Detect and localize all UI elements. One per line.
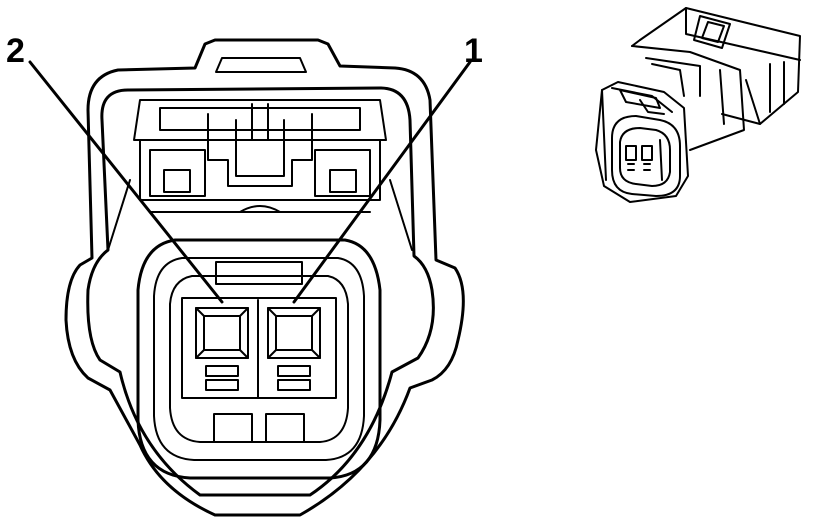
- bottom-tab-left: [213, 413, 253, 443]
- cavity-outer: [136, 238, 382, 480]
- cavity-inner: [169, 275, 349, 443]
- pin-label-1: 1: [464, 32, 483, 70]
- bottom-tab-right: [265, 413, 305, 443]
- leader-line-pin-1: [292, 60, 472, 304]
- connector-face-view: 2 1: [6, 32, 483, 517]
- pin-label-2: 2: [6, 32, 25, 70]
- latch-mechanism: [107, 99, 413, 251]
- top-latch: [215, 57, 307, 73]
- connector-isometric-view: [595, 7, 801, 203]
- pin-1-terminal: [267, 307, 321, 391]
- housing-outer-outline: [64, 38, 465, 517]
- key-slot: [215, 261, 303, 285]
- cavity-middle: [153, 257, 365, 461]
- pin-2-terminal: [195, 307, 249, 391]
- leader-line-pin-2: [28, 60, 224, 304]
- terminal-body: [181, 297, 337, 399]
- housing-inner-outline: [86, 86, 435, 497]
